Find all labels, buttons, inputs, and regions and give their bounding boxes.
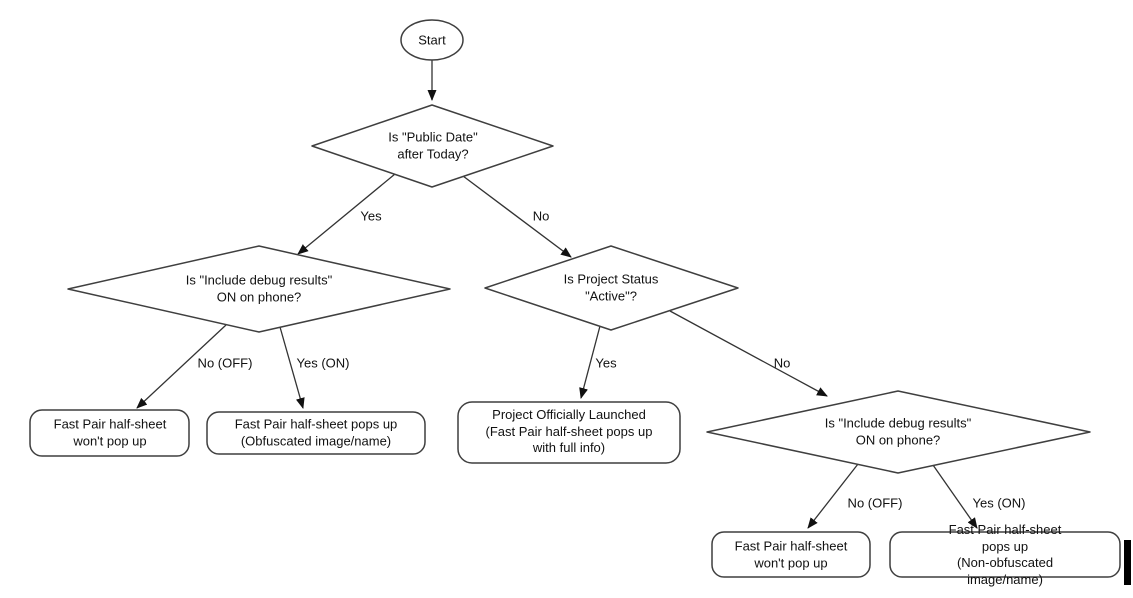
edge-debug-left-no <box>136 324 227 409</box>
edge-label-debug-left-yes: Yes (ON) <box>296 355 350 371</box>
launched-label: Project Officially Launched (Fast Pair h… <box>485 407 653 456</box>
start-label: Start <box>418 32 446 48</box>
decision-debug-left-diamond <box>67 245 451 333</box>
outcome-no-popup-left-box <box>29 409 190 457</box>
project-status-label: Is Project Status "Active"? <box>563 271 659 303</box>
decision-debug-right-diamond <box>706 390 1091 474</box>
edge-debug-right-yes <box>932 464 978 529</box>
decision-project-status-diamond <box>484 245 739 331</box>
edge-label-public-date-no: No <box>532 208 550 224</box>
obfuscated-label: Fast Pair half-sheet pops up (Obfuscated… <box>234 416 398 448</box>
edge-label-debug-right-no: No (OFF) <box>847 495 903 511</box>
start-ellipse <box>400 19 464 61</box>
decision-public-date-diamond <box>311 104 554 188</box>
no-popup-left-label: Fast Pair half-sheet won't pop up <box>53 416 167 448</box>
edge-label-debug-right-yes: Yes (ON) <box>972 495 1026 511</box>
edge-debug-right-no <box>807 463 859 529</box>
outcome-obfuscated-box <box>206 411 426 455</box>
edge-label-project-status-yes: Yes <box>595 355 617 371</box>
outcome-non-obfuscated-box <box>889 531 1121 578</box>
edge-project-status-no <box>669 310 828 397</box>
edge-project-status-yes <box>579 325 601 399</box>
text-cursor-artifact <box>1124 540 1131 585</box>
debug-left-label: Is "Include debug results" ON on phone? <box>185 272 333 304</box>
no-popup-right-label: Fast Pair half-sheet won't pop up <box>734 538 848 570</box>
edge-label-public-date-yes: Yes <box>360 208 382 224</box>
outcome-launched-box <box>457 401 681 464</box>
edge-label-project-status-no: No <box>773 355 791 371</box>
outcome-no-popup-right-box <box>711 531 871 578</box>
edge-public-date-no <box>462 175 572 258</box>
edge-label-debug-left-no: No (OFF) <box>197 355 253 371</box>
non-obfuscated-label: Fast Pair half-sheet pops up (Non-obfusc… <box>948 521 1062 587</box>
public-date-label: Is "Public Date" after Today? <box>388 129 478 161</box>
debug-right-label: Is "Include debug results" ON on phone? <box>824 415 972 447</box>
edge-public-date-yes <box>297 173 396 255</box>
edge-debug-left-yes <box>279 326 305 409</box>
